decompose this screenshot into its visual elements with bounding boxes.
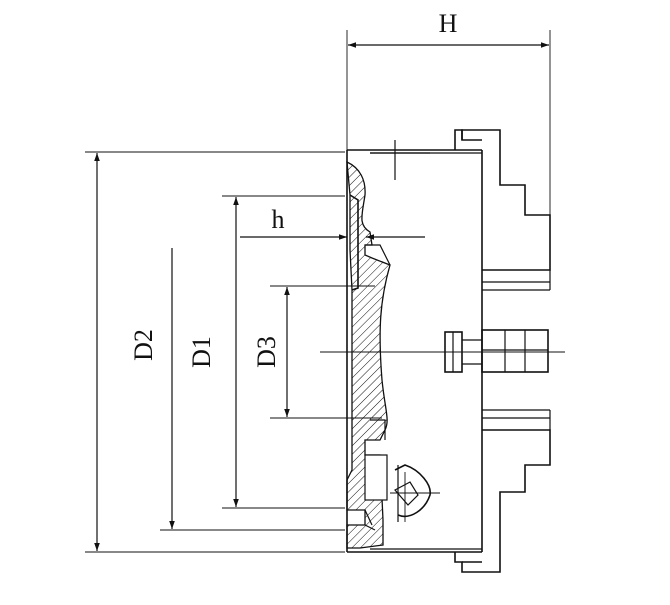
dim-D1: D1: [160, 248, 345, 531]
dim-h: h: [222, 195, 425, 509]
label-H: H: [439, 9, 458, 38]
top-mark: [370, 140, 430, 180]
section-hatch: [346, 160, 391, 549]
upper-jaw: [454, 129, 551, 291]
dim-D2: D2: [85, 151, 345, 553]
middle-jaw: [444, 329, 549, 373]
label-D1: D1: [187, 336, 216, 368]
dim-D3: D3: [252, 285, 382, 419]
label-D2: D2: [129, 329, 158, 361]
lower-jaw: [454, 409, 551, 573]
label-h: h: [272, 205, 285, 234]
label-D3: D3: [252, 336, 281, 368]
dim-H: H: [346, 9, 551, 240]
pinion-detail: [390, 464, 440, 522]
